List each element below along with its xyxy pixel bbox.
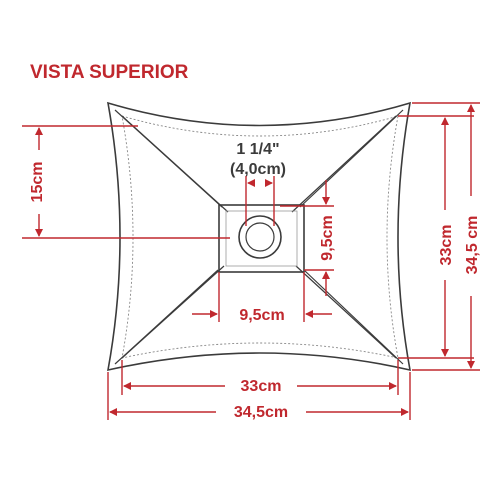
drain-block bbox=[218, 204, 305, 273]
inner-width-dimension bbox=[121, 360, 399, 395]
outer-width-label: 34,5cm bbox=[234, 404, 288, 421]
drain-width-dimension bbox=[192, 272, 332, 322]
drain-hole-inner bbox=[245, 222, 275, 252]
front-to-drain-dimension bbox=[22, 125, 230, 239]
drain-width-label: 9,5cm bbox=[239, 307, 284, 324]
drain-size-cm: (4,0cm) bbox=[230, 161, 286, 178]
front-to-drain-label: 15cm bbox=[29, 162, 46, 203]
title-text: VISTA SUPERIOR bbox=[30, 62, 189, 83]
drain-diameter-dimension bbox=[245, 176, 275, 226]
outer-depth-dimension bbox=[412, 102, 480, 371]
basin-inner-outline bbox=[121, 115, 399, 359]
drain-hole-outer bbox=[238, 215, 282, 259]
drain-size-inches: 1 1/4" bbox=[236, 141, 279, 158]
outer-depth-label: 34,5 cm bbox=[464, 216, 481, 275]
inner-width-label: 33cm bbox=[241, 378, 282, 395]
drain-depth-label: 9,5cm bbox=[319, 215, 336, 260]
basin-outer-outline bbox=[106, 101, 412, 372]
outer-width-dimension bbox=[107, 372, 411, 420]
inner-depth-label: 33cm bbox=[438, 225, 455, 266]
basin-slope-lines bbox=[114, 109, 404, 365]
inner-depth-dimension bbox=[398, 115, 474, 359]
drain-depth-dimension bbox=[280, 180, 334, 296]
